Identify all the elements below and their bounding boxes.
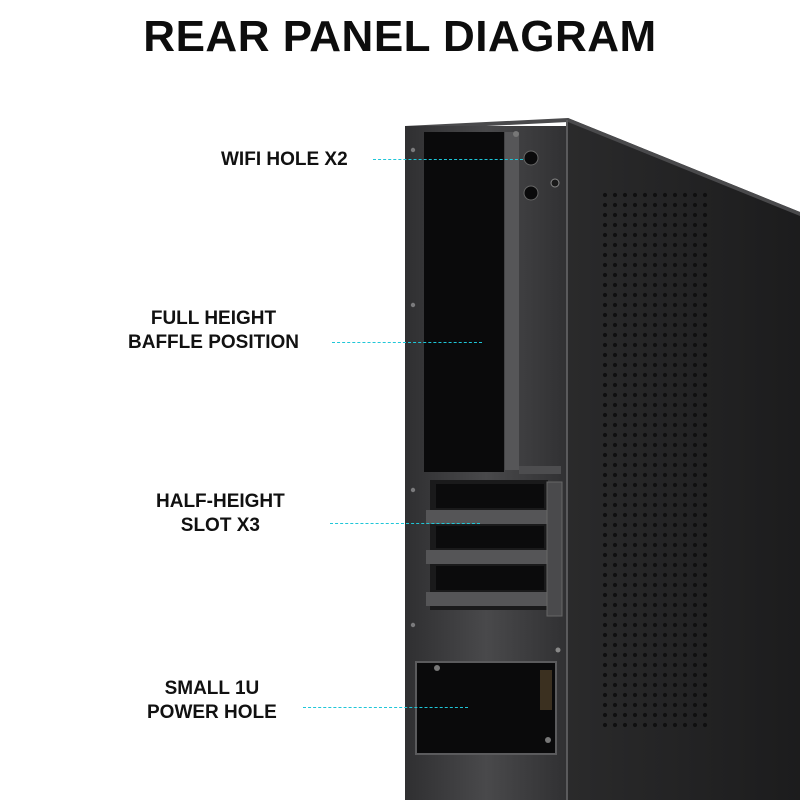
callout-baffle-label: FULL HEIGHT BAFFLE POSITION [128,308,299,353]
callout-slot-leader [330,523,480,524]
wifi-hole-1 [523,150,539,166]
callout-wifi-hole-label: WIFI HOLE X2 [221,149,348,170]
callout-power-label: SMALL 1U POWER HOLE [147,678,277,723]
callout-slot-label: HALF-HEIGHT SLOT X3 [156,491,285,536]
callout-power-leader [303,707,468,708]
page-title: REAR PANEL DIAGRAM [143,12,657,61]
side-vent-mesh [600,190,708,730]
callout-wifi-hole-leader [373,159,523,160]
power-hole [415,661,557,755]
slot-bracket [546,481,563,617]
half-height-slots [426,480,563,617]
callout-baffle-leader [332,342,482,343]
full-height-opening [424,132,504,472]
baffle-strip [505,132,519,470]
wifi-hole-2 [523,185,539,201]
